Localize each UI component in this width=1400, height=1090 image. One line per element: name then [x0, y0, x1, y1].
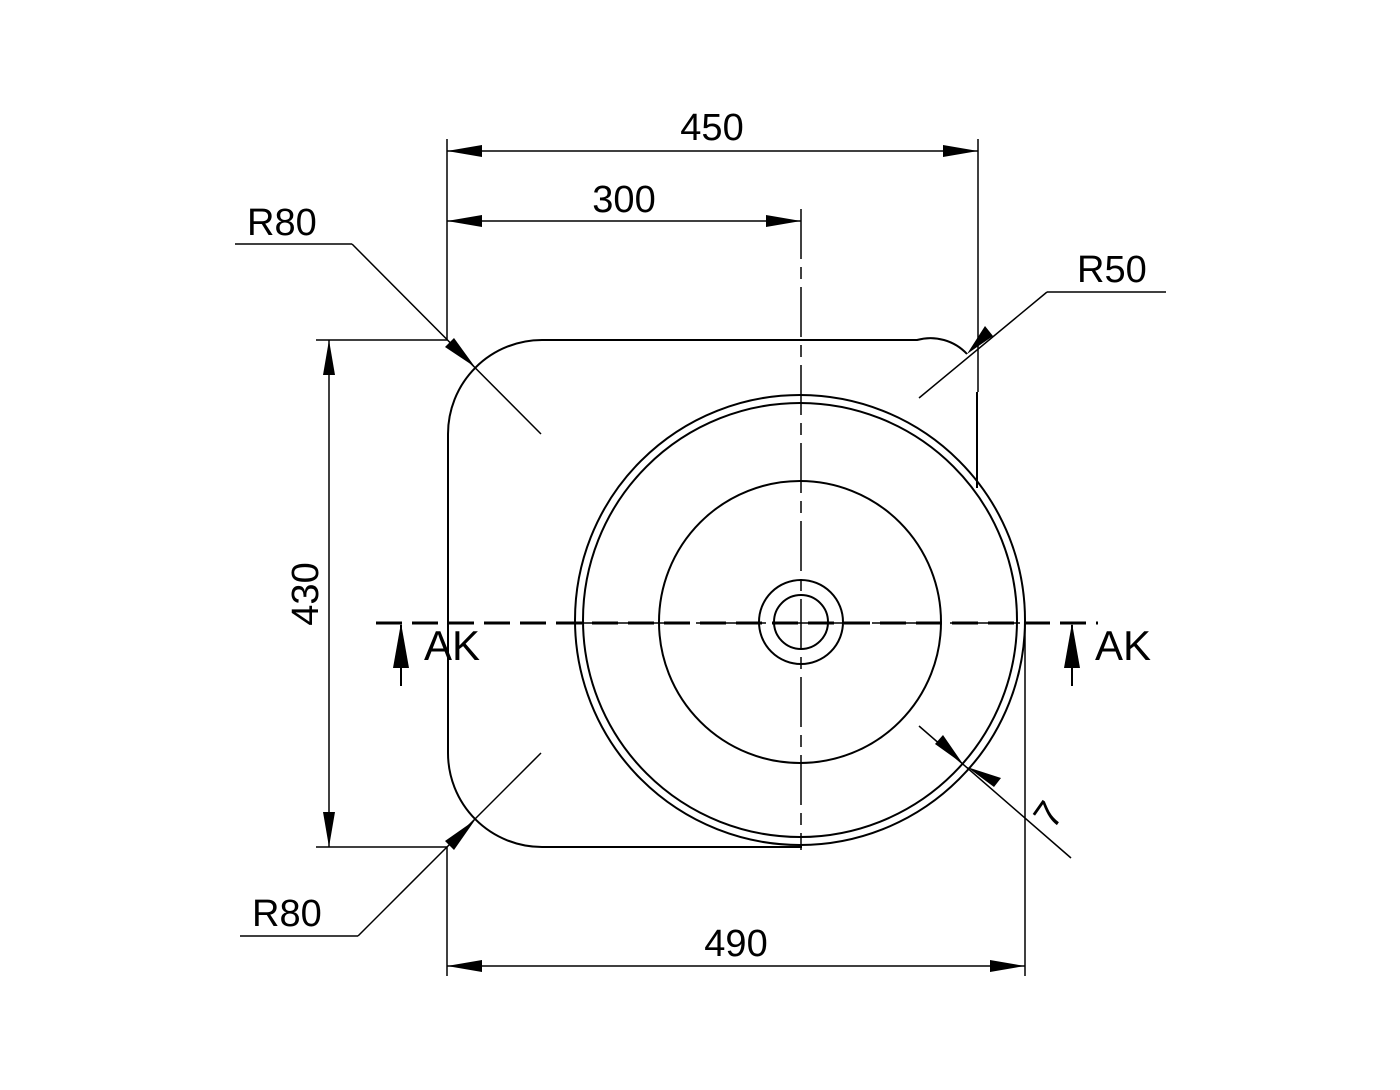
section-label-right: AK: [1095, 622, 1151, 669]
bowl-outer-rim: [574, 394, 1026, 846]
dimension-inner-width: 300: [592, 179, 655, 221]
radius-label-top-left: R80: [247, 202, 317, 244]
radius-label-bottom-left: R80: [252, 893, 322, 935]
dimension-450: [446, 139, 979, 392]
leader-rim-thickness: [918, 725, 1072, 859]
bowl: [574, 394, 1026, 846]
sink-outline: [447, 337, 978, 848]
dimension-bottom-width: 490: [704, 923, 767, 965]
dimension-300: [447, 215, 801, 227]
leader-r80-top: [235, 243, 542, 435]
section-line: [376, 621, 1098, 686]
leader-r80-bottom: [240, 752, 542, 937]
dimension-top-width: 450: [680, 107, 743, 149]
section-label-left: AK: [424, 622, 480, 669]
bowl-inner-rim: [582, 402, 1018, 838]
dimension-490: [446, 620, 1026, 976]
leader-r50: [918, 291, 1166, 399]
radius-label-top-right: R50: [1077, 249, 1147, 291]
dimension-430: [316, 339, 447, 848]
dimension-height: 430: [285, 562, 327, 625]
rim-thickness-label: 7: [1026, 794, 1073, 835]
